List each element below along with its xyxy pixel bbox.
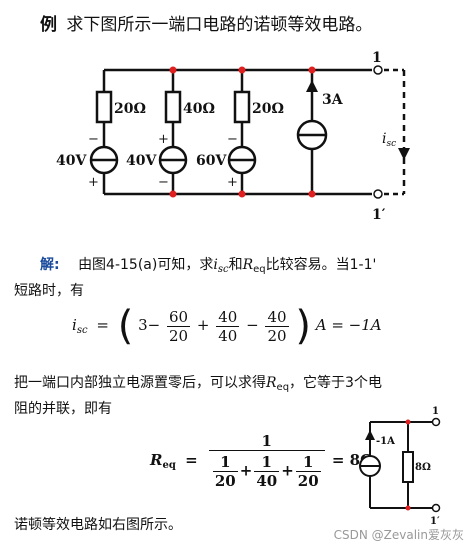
port-bottom-label: 1′ <box>372 207 386 223</box>
terminal-1 <box>431 417 441 427</box>
norton-equivalent-diagram: -1A 8Ω 1 1′ <box>359 406 441 527</box>
r3-label: 20Ω <box>252 101 284 117</box>
current-source-label: 3A <box>322 92 344 108</box>
node-dot <box>405 505 411 511</box>
v2-label: 40V <box>126 153 157 169</box>
solution-line-2: 短路时，有 <box>14 283 84 299</box>
v3-minus: − <box>227 132 238 147</box>
node-dot <box>238 66 246 74</box>
node-dot <box>169 190 177 198</box>
r2-label: 40Ω <box>183 101 215 117</box>
v3-label: 60V <box>196 153 227 169</box>
paragraph-2-line-1: 把一端口内部独立电源置零后，可以求得Req，它等于3个电 <box>14 375 382 393</box>
current-arrow-head <box>306 80 318 92</box>
norton-port-top: 1 <box>432 406 439 417</box>
problem-text: 求下图所示一端口电路的诺顿等效电路。 <box>66 15 373 35</box>
conclusion-text: 诺顿等效电路如右图所示。 <box>14 517 182 533</box>
terminal-1-prime <box>373 189 383 199</box>
current-arrow-head <box>365 430 375 440</box>
v1-label: 40V <box>56 153 87 169</box>
norton-resistor-label: 8Ω <box>415 462 431 473</box>
norton-port-bottom: 1′ <box>430 516 440 527</box>
node-dot <box>308 190 316 198</box>
paragraph-2-line-2: 阻的并联，即有 <box>14 401 112 417</box>
v1-plus: + <box>88 175 99 190</box>
terminal-1 <box>373 65 383 75</box>
node-dot <box>238 190 246 198</box>
main-circuit-diagram: 20Ω 40Ω 20Ω 40V 40V 60V 3A 1 1′ − + + − … <box>56 50 410 223</box>
port-top-label: 1 <box>372 50 382 66</box>
v2-minus: − <box>158 175 169 190</box>
node-dot <box>308 66 316 74</box>
node-dot <box>169 66 177 74</box>
v3-plus: + <box>227 175 238 190</box>
terminal-1-prime <box>431 503 441 513</box>
isc-arrow <box>398 148 410 160</box>
v1-minus: − <box>88 132 99 147</box>
problem-title: 例 求下图所示一端口电路的诺顿等效电路。 <box>40 10 372 35</box>
r1-label: 20Ω <box>114 101 146 117</box>
isc-label: isc <box>382 131 396 149</box>
example-label: 例 <box>40 15 57 35</box>
watermark: CSDN @Zevalin爱灰灰 <box>333 528 464 542</box>
solution-label: 解: <box>40 257 60 273</box>
norton-current-label: -1A <box>376 436 395 447</box>
solution-line-1: 解: 由图4-15(a)可知，求isc和Req比较容易。当1-1' <box>40 257 377 275</box>
v2-plus: + <box>158 132 169 147</box>
node-dot <box>405 419 411 425</box>
